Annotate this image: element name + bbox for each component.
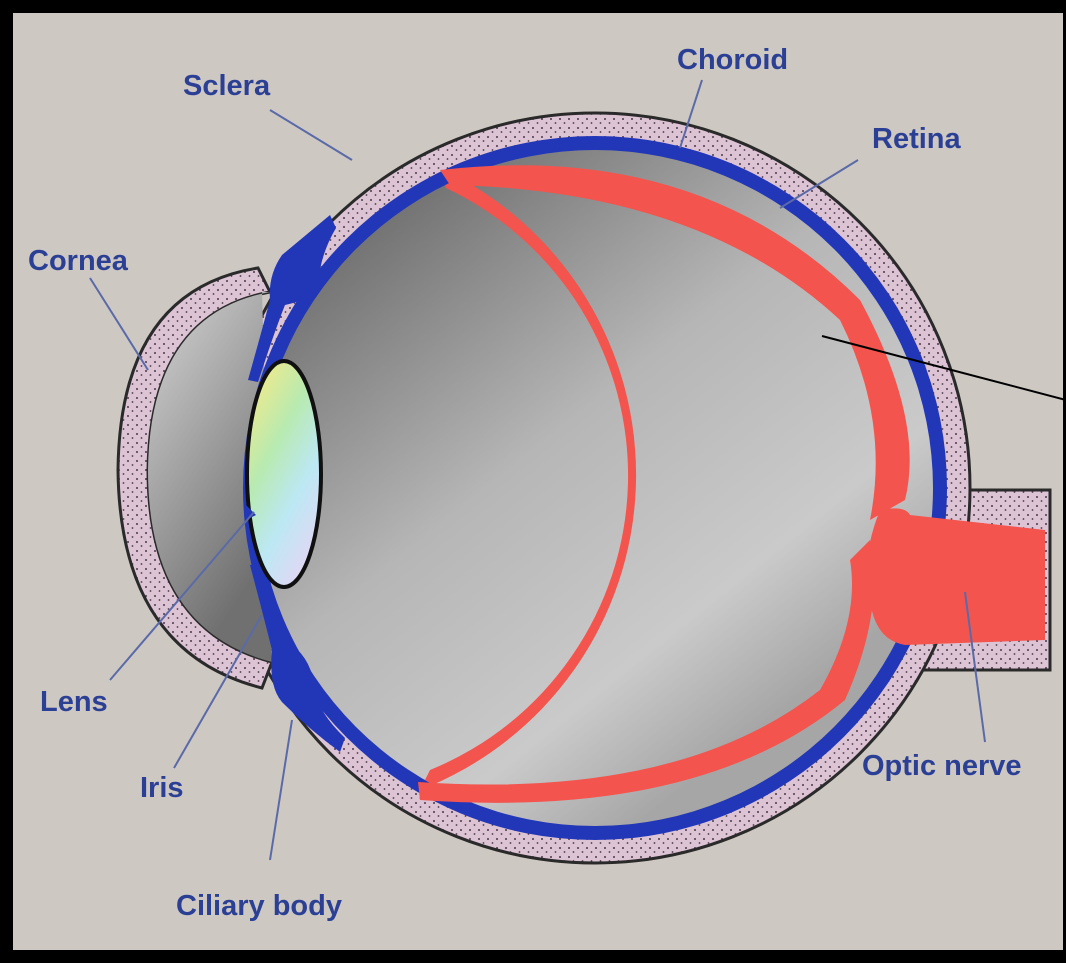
label-iris: Iris: [140, 772, 184, 804]
label-cornea: Cornea: [28, 245, 129, 277]
label-choroid: Choroid: [677, 44, 788, 76]
label-sclera: Sclera: [183, 70, 271, 102]
label-lens: Lens: [40, 686, 108, 718]
label-retina: Retina: [872, 123, 962, 155]
lens: [247, 361, 321, 587]
label-ciliary-body: Ciliary body: [176, 890, 342, 922]
label-optic-nerve: Optic nerve: [862, 750, 1022, 782]
optic-nerve: [867, 508, 1045, 645]
